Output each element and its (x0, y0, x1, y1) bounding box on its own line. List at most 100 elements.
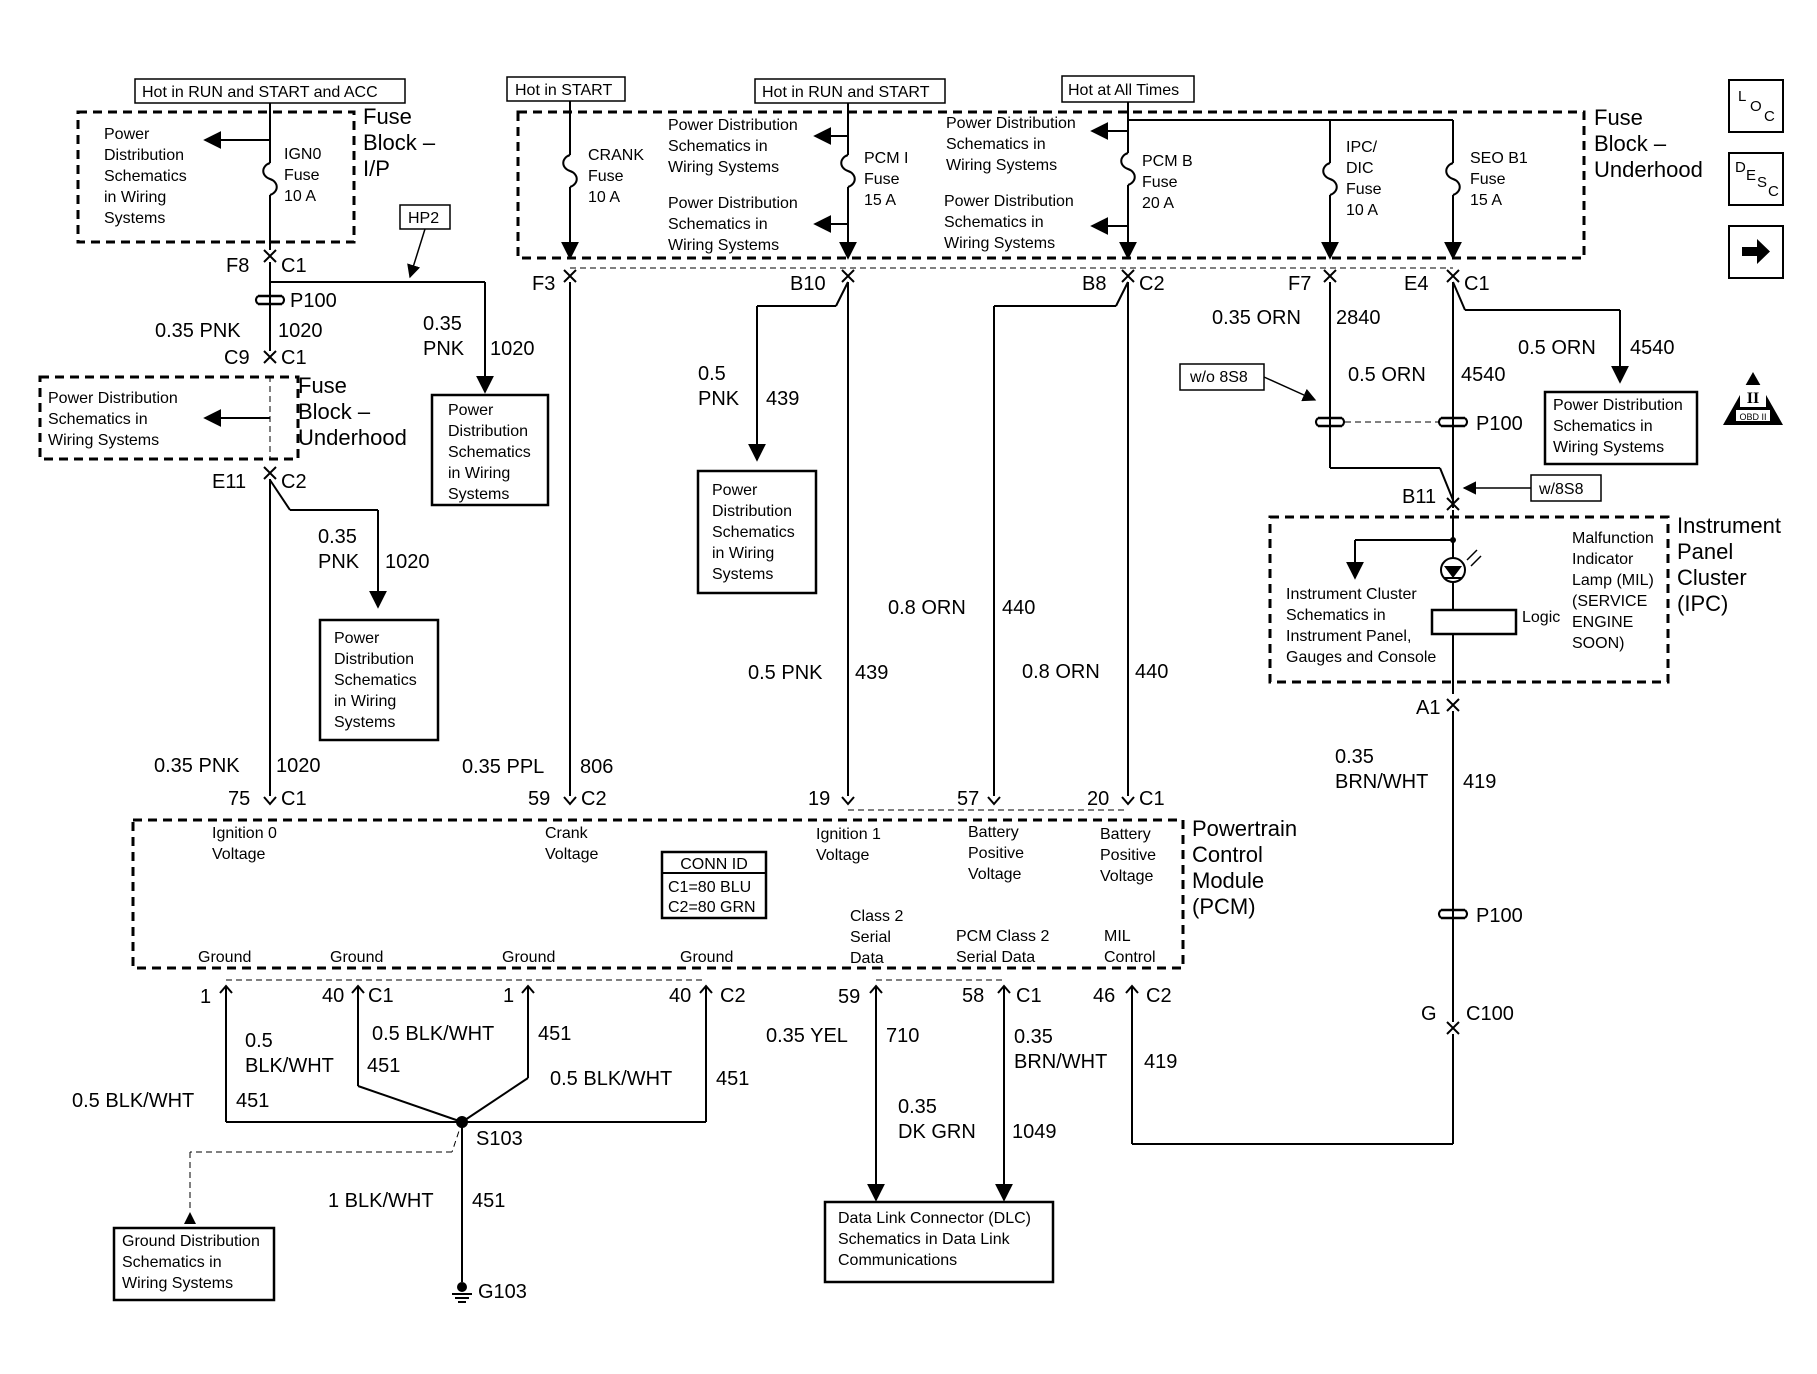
pin-number: 58 (962, 985, 984, 1007)
fuse-label: CRANK (588, 147, 644, 164)
connector-icon (841, 269, 855, 283)
pd-note: Schematics in (946, 136, 1046, 153)
ground-icon (452, 1282, 472, 1303)
pcm-title: (PCM) (1192, 894, 1256, 919)
pcm-pin-label: Control (1104, 949, 1156, 966)
fuse-block-title: Fuse (298, 373, 347, 398)
pd-note: Power Distribution (944, 193, 1074, 210)
battery-circuits: B8 C2 0.8 ORN 440 0.8 ORN 440 57 20 C1 (848, 269, 1168, 811)
wire-color: BRN/WHT (1014, 1051, 1107, 1073)
splice-label: S103 (476, 1128, 523, 1150)
nav-letter: S (1757, 174, 1768, 191)
pd-note: Power Distribution (668, 117, 798, 134)
connector-label: C2 (1146, 985, 1172, 1007)
wire-color: 0.35 PPL (462, 756, 544, 778)
pd-note: Distribution (104, 147, 184, 164)
connector-label: E4 (1404, 273, 1428, 295)
circuit-number: 2840 (1336, 307, 1381, 329)
connector-label: C1 (1139, 788, 1165, 810)
fuse-block-title: I/P (363, 156, 390, 181)
connector-icon (1446, 269, 1460, 283)
pd-box-text: Distribution (712, 503, 792, 520)
next-page-button[interactable] (1728, 225, 1784, 279)
pcm-pin-label: Positive (1100, 847, 1156, 864)
pd-note: Power Distribution (946, 115, 1076, 132)
pin-number: 75 (228, 788, 250, 810)
fuse-label: 10 A (1346, 202, 1378, 219)
circuit-number: 1020 (490, 338, 535, 360)
wire-color: 0.5 BLK/WHT (72, 1090, 194, 1112)
nav-letter: E (1746, 167, 1757, 184)
wire-color: 0.35 PNK (155, 320, 241, 342)
logic-label: Logic (1522, 609, 1560, 626)
connector-label: C1 (281, 788, 307, 810)
description-button[interactable]: D E S C (1728, 152, 1784, 206)
ipc-title: (IPC) (1677, 591, 1728, 616)
wire-color: BRN/WHT (1335, 771, 1428, 793)
pd-box (1543, 390, 1699, 466)
pd-box-text: Power (712, 482, 758, 499)
circuit-number: 439 (855, 662, 888, 684)
fuse-label: 15 A (1470, 192, 1502, 209)
pd-box (318, 618, 440, 742)
connector-label: B10 (790, 273, 826, 295)
conn-id-row: C1=80 BLU (668, 879, 751, 896)
circuit-number: 451 (716, 1068, 749, 1090)
nav-letter: O (1750, 98, 1762, 115)
connector-icon (263, 249, 277, 263)
fuse-label: DIC (1346, 160, 1374, 177)
circuit-number: 419 (1144, 1051, 1177, 1073)
connector-icon (1323, 269, 1337, 283)
wire-color: 0.5 ORN (1348, 364, 1426, 386)
pd-box-text: Systems (448, 486, 509, 503)
wire-color: PNK (698, 388, 740, 410)
fuse-label: Fuse (1346, 181, 1382, 198)
pd-note: Systems (104, 210, 165, 227)
pin-number: 59 (528, 788, 550, 810)
wire-color: 0.8 ORN (1022, 661, 1100, 683)
circuit-number: 451 (538, 1023, 571, 1045)
circuit-number: 439 (766, 388, 799, 410)
pd-box-text: in Wiring (448, 465, 510, 482)
box-text: Data Link Connector (DLC) (838, 1210, 1031, 1227)
pd-note: Wiring Systems (48, 432, 159, 449)
pcm-pin-label: Voltage (816, 847, 869, 864)
header-label: Hot in RUN and START (762, 84, 930, 101)
wire-color: 0.5 BLK/WHT (550, 1068, 672, 1090)
circuit-number: 440 (1135, 661, 1168, 683)
pin-number: 40 (669, 985, 691, 1007)
pd-box-text: in Wiring (334, 693, 396, 710)
pd-box-text: Wiring Systems (1553, 439, 1664, 456)
conn-id-box: CONN ID C1=80 BLU C2=80 GRN (660, 850, 768, 920)
wire-color: 0.35 ORN (1212, 307, 1301, 329)
pin-number: 20 (1087, 788, 1109, 810)
fuse-label: IGN0 (284, 146, 321, 163)
fuse-icon (1445, 162, 1461, 196)
pd-box-text: Schematics in (1553, 418, 1653, 435)
connector-icon (841, 796, 855, 805)
instrument-panel-cluster: Instrument Panel Cluster (IPC) Logic Mal… (1268, 510, 1781, 1144)
circuit-number: 451 (236, 1090, 269, 1112)
pcm-pin-label: Class 2 (850, 908, 903, 925)
fuse-icon (1322, 162, 1338, 196)
pd-box-text: Power (448, 402, 494, 419)
pd-box-text: Schematics (448, 444, 531, 461)
obd-ii-icon: II OBD II (1723, 372, 1783, 425)
fuse-label: IPC/ (1346, 139, 1378, 156)
ic-note: Instrument Cluster (1286, 586, 1417, 603)
connector-icon (563, 796, 577, 805)
header-hot-all-times: Hot at All Times (1061, 75, 1195, 112)
connector-label: P100 (1476, 905, 1523, 927)
pin-number: 1 (503, 985, 514, 1007)
fuse-label: Fuse (284, 167, 320, 184)
header-hot-run-start-acc: Hot in RUN and START and ACC (134, 78, 406, 112)
pd-note: Wiring Systems (946, 157, 1057, 174)
pin-number: 19 (808, 788, 830, 810)
option-label: HP2 (408, 210, 439, 227)
pin-number: 1 (200, 986, 211, 1008)
wire-color: 0.35 YEL (766, 1025, 848, 1047)
pd-note: Schematics in (48, 411, 148, 428)
location-button[interactable]: L O C (1728, 79, 1784, 133)
fuse-block-ip: Fuse Block – I/P Power Distribution Sche… (76, 104, 436, 250)
